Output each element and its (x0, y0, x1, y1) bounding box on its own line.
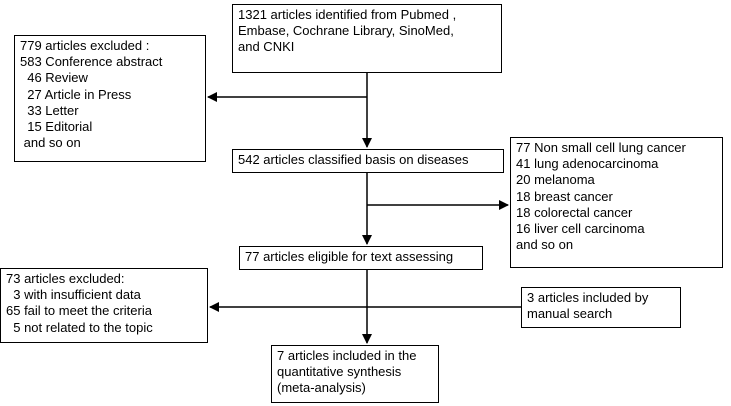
manual-search-box: 3 articles included by manual search (521, 287, 681, 328)
classified-box: 542 articles classified basis on disease… (232, 149, 504, 173)
diseases-line-1: 77 Non small cell lung cancer (516, 140, 686, 155)
excluded-second-line-2: 3 with insufficient data (6, 287, 141, 303)
included-box: 7 articles included in the quantitative … (271, 345, 439, 403)
manual-search-line-1: 3 articles included by (527, 290, 649, 305)
classified-line-1: 542 articles classified basis on disease… (238, 152, 469, 167)
identified-line-1: 1321 articles identified from Pubmed , (238, 7, 457, 22)
excluded-second-line-4: 5 not related to the topic (6, 319, 153, 335)
identified-line-2: Embase, Cochrane Library, SinoMed, (238, 23, 454, 39)
identified-box: 1321 articles identified from Pubmed , E… (232, 4, 502, 73)
excluded-first-line-5: 33 Letter (20, 102, 79, 118)
included-line-1: 7 articles included in the (277, 348, 417, 363)
diseases-line-3: 20 melanoma (516, 172, 595, 188)
excluded-first-box: 779 articles excluded : 583 Conference a… (14, 35, 206, 162)
excluded-first-line-2: 583 Conference abstract (20, 54, 163, 70)
identified-line-3: and CNKI (238, 39, 295, 55)
eligible-box: 77 articles eligible for text assessing (239, 246, 483, 270)
diseases-box: 77 Non small cell lung cancer 41 lung ad… (510, 137, 723, 268)
diseases-line-4: 18 breast cancer (516, 188, 613, 204)
excluded-first-line-6: 15 Editorial (20, 119, 93, 135)
diseases-line-7: and so on (516, 237, 574, 253)
diseases-line-6: 16 liver cell carcinoma (516, 221, 645, 237)
excluded-second-line-3: 65 fail to meet the criteria (6, 303, 152, 319)
excluded-first-line-1: 779 articles excluded : (20, 38, 150, 53)
excluded-first-line-7: and so on (20, 135, 81, 151)
excluded-second-box: 73 articles excluded: 3 with insufficien… (0, 268, 208, 343)
manual-search-line-2: manual search (527, 306, 613, 322)
excluded-first-line-4: 27 Article in Press (20, 86, 132, 102)
diseases-line-2: 41 lung adenocarcinoma (516, 156, 659, 172)
excluded-first-line-3: 46 Review (20, 70, 88, 86)
diseases-line-5: 18 colorectal cancer (516, 204, 633, 220)
excluded-second-line-1: 73 articles excluded: (6, 271, 125, 286)
included-line-3: (meta-analysis) (277, 380, 366, 396)
included-line-2: quantitative synthesis (277, 364, 402, 380)
eligible-line-1: 77 articles eligible for text assessing (245, 249, 454, 264)
